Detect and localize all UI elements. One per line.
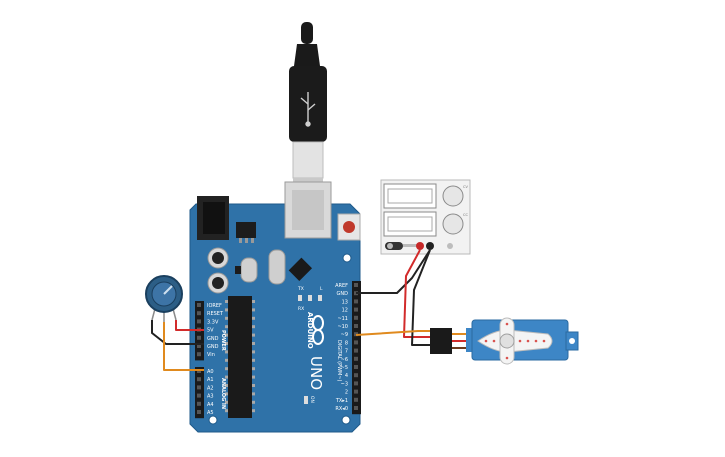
current-knob[interactable] xyxy=(442,213,464,235)
dc-power-supply[interactable]: CV CC xyxy=(380,179,471,255)
cv-label: CV xyxy=(463,185,468,189)
header-pin[interactable] xyxy=(354,356,358,361)
pin-label: GND xyxy=(207,336,219,342)
pin-label: ~6 xyxy=(341,357,348,363)
positive-terminal[interactable] xyxy=(416,242,424,250)
tx-label: TX xyxy=(297,286,304,292)
pin-label: 3.3V xyxy=(207,319,219,325)
digital-section-label: DIGITAL (PWM~) xyxy=(336,340,342,382)
header-pin[interactable] xyxy=(197,319,201,324)
pin-label: TX▸1 xyxy=(335,398,348,404)
pin-label: ~3 xyxy=(341,381,348,387)
pin-label: RESET xyxy=(207,311,224,317)
header-pin[interactable] xyxy=(354,307,358,312)
header-pin[interactable] xyxy=(354,365,358,369)
negative-terminal[interactable] xyxy=(426,242,434,250)
pin-label: AREF xyxy=(335,283,348,289)
voltage-knob[interactable] xyxy=(442,185,464,207)
pin-label: A3 xyxy=(207,394,214,400)
pin-label: 2 xyxy=(345,390,348,396)
pin-label: ~11 xyxy=(337,316,348,322)
pin-label: ~5 xyxy=(341,365,348,371)
header-pin[interactable] xyxy=(354,299,358,304)
on-label: ON xyxy=(309,396,315,403)
header-pin[interactable] xyxy=(354,406,358,410)
capacitor xyxy=(207,247,229,294)
header-pin[interactable] xyxy=(197,393,201,398)
uno-label: UNO xyxy=(307,356,325,390)
arduino-logo xyxy=(312,315,324,345)
header-pin[interactable] xyxy=(197,303,201,307)
usb-cable[interactable] xyxy=(289,22,327,182)
pin-label: 5V xyxy=(207,328,214,334)
wire-pin9-servo[interactable] xyxy=(355,330,432,336)
servo-connector xyxy=(430,328,452,354)
pin-label: ~9 xyxy=(341,332,348,338)
analog-section-label: ANALOG IN xyxy=(220,378,226,409)
header-pin[interactable] xyxy=(354,340,358,345)
pin-label: 7 xyxy=(345,349,348,355)
atmega-chip xyxy=(225,296,255,418)
ground-terminal[interactable] xyxy=(447,243,453,249)
pin-label: A2 xyxy=(207,385,214,391)
header-pin[interactable] xyxy=(197,311,201,316)
header-pin[interactable] xyxy=(354,381,358,386)
potentiometer[interactable] xyxy=(145,275,183,322)
reset-button[interactable] xyxy=(337,213,361,241)
pin-label: A1 xyxy=(207,377,214,383)
tx-led xyxy=(298,295,302,301)
crystal-oscillator xyxy=(240,257,258,283)
header-pin[interactable] xyxy=(197,344,201,348)
wire-gnd-supply[interactable] xyxy=(356,249,431,294)
header-pin[interactable] xyxy=(354,397,358,402)
header-pin[interactable] xyxy=(197,377,201,382)
header-pin[interactable] xyxy=(197,401,201,406)
pin-label: ~10 xyxy=(337,324,348,330)
header-pin[interactable] xyxy=(354,315,358,320)
wire-pot-5v[interactable] xyxy=(175,320,204,331)
rx-label: RX xyxy=(298,306,304,312)
pin-label: A4 xyxy=(207,402,214,408)
rx-led xyxy=(308,295,312,301)
arduino-logo-text: ARDUINO xyxy=(306,312,314,349)
small-chip xyxy=(288,257,313,282)
wire-pot-a0[interactable] xyxy=(163,322,204,371)
pin-label: 4 xyxy=(345,373,348,379)
header-pin[interactable] xyxy=(354,324,358,328)
servo-horn[interactable] xyxy=(477,329,553,353)
arduino-board[interactable]: TX RX L ARDUINO UNO ON POWER ANALOG IN D… xyxy=(189,181,361,433)
pin-label: GND xyxy=(207,344,219,350)
pin-label: 8 xyxy=(345,340,348,346)
header-pin[interactable] xyxy=(197,385,201,390)
cc-label: CC xyxy=(463,213,468,217)
wire-supply-servo-gnd[interactable] xyxy=(411,249,432,346)
wires xyxy=(151,249,432,371)
pin-label: 13 xyxy=(342,299,348,305)
power-section-label: POWER xyxy=(220,330,226,351)
header-pin[interactable] xyxy=(197,410,201,414)
pin-label: RX◂0 xyxy=(335,406,348,412)
header-pin[interactable] xyxy=(354,348,358,353)
wire-pot-gnd[interactable] xyxy=(151,320,204,345)
header-pin[interactable] xyxy=(197,352,201,357)
usb-icon xyxy=(300,92,316,127)
pin-label: IOREF xyxy=(207,303,222,309)
pin-label: GND xyxy=(337,291,349,297)
pin-label: Vin xyxy=(207,352,215,358)
pin-label: A5 xyxy=(207,410,214,416)
pin-label: 12 xyxy=(342,308,348,314)
wire-supply-servo-power[interactable] xyxy=(403,249,432,338)
header-pin[interactable] xyxy=(354,373,358,378)
servo-horn-holes xyxy=(484,322,546,360)
header-pin[interactable] xyxy=(354,283,358,287)
pin-label: A0 xyxy=(207,369,214,375)
on-led xyxy=(304,396,308,404)
servo-motor[interactable] xyxy=(430,317,579,365)
header-pin[interactable] xyxy=(354,389,358,394)
voltage-regulator xyxy=(236,222,256,238)
l-label: L xyxy=(320,286,323,292)
header-pin[interactable] xyxy=(197,335,201,340)
l-led xyxy=(318,295,322,301)
